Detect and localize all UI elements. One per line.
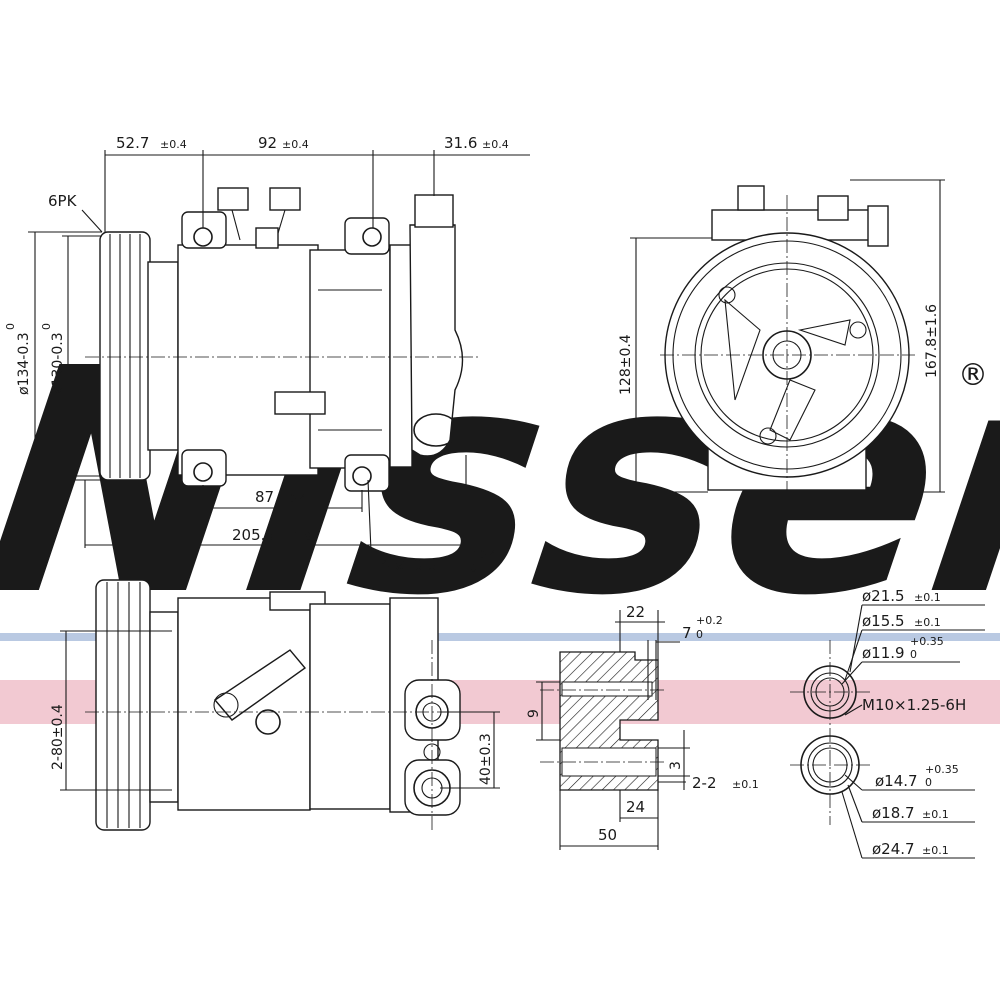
dim-128: 128±0.4 [618, 334, 634, 395]
front-view: 128±0.4 167.8±1.6 [618, 179, 945, 495]
port-d-18-7-tol: ±0.1 [922, 808, 949, 821]
dim-205-9: 205.9 [232, 526, 275, 544]
pulley [99, 231, 151, 481]
port-d-15-5: ø15.5 [862, 612, 905, 630]
dim-2-2-tol: ±0.1 [732, 778, 759, 791]
port-d-14-7-lower: 0 [925, 776, 932, 789]
pulley-dia-inner-upper: 0 [40, 323, 53, 330]
dim-31-6: 31.6 [444, 134, 477, 152]
dim-9: 9 [526, 709, 542, 718]
belt-label: 6PK [48, 192, 78, 210]
port-thread: M10×1.25-6H [862, 696, 966, 714]
dim-167-8: 167.8±1.6 [924, 304, 940, 378]
dim-92: 92 [258, 134, 277, 152]
port-d-24-7-tol: ±0.1 [922, 844, 949, 857]
compressor-housing [177, 244, 319, 476]
dim-22: 22 [626, 603, 645, 621]
dim-52-7-tol: ±0.4 [160, 138, 187, 151]
registered-mark: ® [958, 358, 988, 393]
port-d-11-9-lower: 0 [910, 648, 917, 661]
dim-50: 50 [598, 826, 617, 844]
port-d-18-7: ø18.7 [872, 804, 915, 822]
side-view-dimensions: 52.7 ±0.4 92 ±0.4 31.6 ±0.4 6PK ø134-0.3… [4, 134, 530, 576]
mount-ear-bottom-right [344, 454, 390, 492]
dim-52-7: 52.7 [116, 134, 149, 152]
port-d-21-5-tol: ±0.1 [914, 591, 941, 604]
port-d-11-9-upper: +0.35 [910, 635, 944, 648]
electrical-connector [217, 187, 249, 211]
dim-3: 3 [668, 761, 684, 770]
port-d-14-7: ø14.7 [875, 772, 918, 790]
dim-87: 87 [255, 488, 274, 506]
hole-spec: 4-ø10.5 [380, 556, 438, 574]
bottom-view: 2-80±0.4 40±0.3 [50, 579, 500, 831]
watermark-stripe-blue [0, 633, 1000, 641]
hole-tol-lower: 0 [470, 562, 477, 575]
port-d-15-5-tol: ±0.1 [914, 616, 941, 629]
mount-ear-top-left [181, 211, 227, 249]
dim-31-6-tol: ±0.4 [482, 138, 509, 151]
dim-2-2: 2-2 [692, 774, 717, 792]
pulley-dia-outer: ø134-0.3 [16, 332, 32, 395]
dim-7-lower: 0 [696, 628, 703, 641]
pulley-dia-inner: ø130-0.3 [50, 332, 66, 395]
mount-ear-bottom-left [181, 449, 227, 487]
port-d-24-7: ø24.7 [872, 840, 915, 858]
dim-7: 7 [682, 624, 692, 642]
port-d-14-7-upper: +0.35 [925, 763, 959, 776]
dim-87-tol: ±0.4 [280, 492, 307, 505]
bottom-pulley [95, 579, 151, 831]
dim-7-upper: +0.2 [696, 614, 723, 627]
dim-205-9-tol: ±1.9 [285, 530, 312, 543]
dim-2-80: 2-80±0.4 [50, 704, 66, 770]
pulley-dia-outer-upper: 0 [4, 323, 17, 330]
discharge-port [409, 224, 464, 457]
port-d-11-9: ø11.9 [862, 644, 905, 662]
dim-24: 24 [626, 798, 645, 816]
dim-92-tol: ±0.4 [282, 138, 309, 151]
dim-40: 40±0.3 [478, 733, 494, 785]
port-detail: ø21.5 ±0.1 ø15.5 ±0.1 ø11.9 +0.35 0 M10×… [790, 587, 985, 859]
port-d-21-5: ø21.5 [862, 587, 905, 605]
mount-ear-top-right [344, 217, 390, 255]
section-view: 22 7 +0.2 0 9 3 2-2 ±0.1 24 50 [526, 603, 759, 850]
side-view [85, 182, 478, 492]
rear-housing [309, 249, 391, 469]
hole-tol-upper: +0.4 [470, 548, 497, 561]
